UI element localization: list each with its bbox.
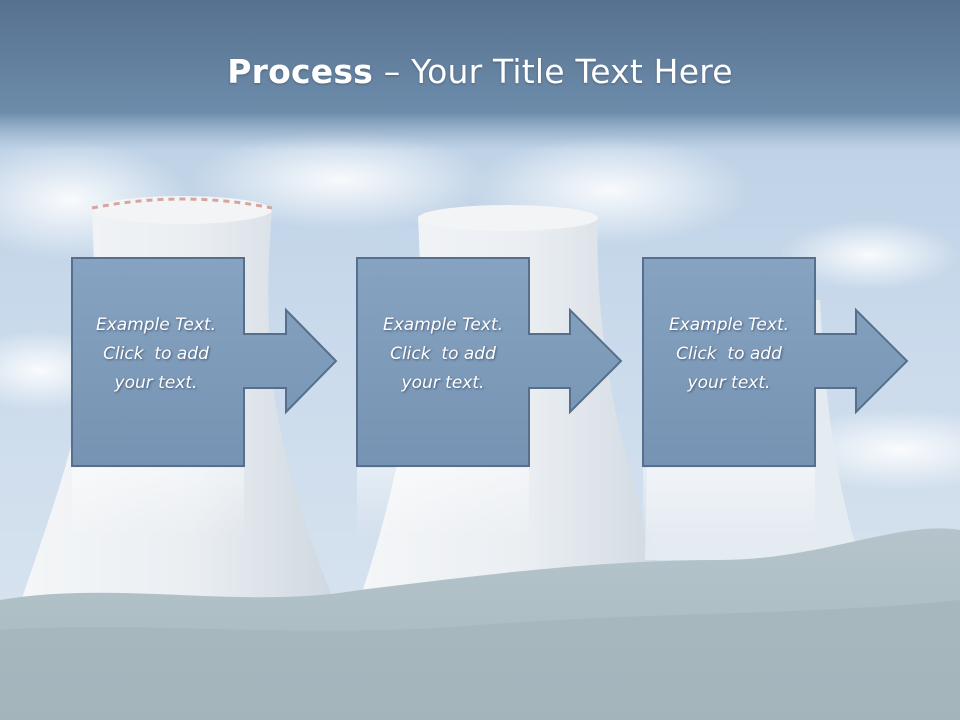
step-2-line-1: Example Text.: [382, 315, 504, 335]
step-3-line-3: your text.: [687, 373, 771, 393]
process-step-1[interactable]: [71, 257, 338, 538]
header-band: [0, 0, 960, 150]
step-1-line-1: Example Text.: [95, 315, 217, 335]
step-3-text[interactable]: Example Text. Click to add your text.: [645, 311, 813, 398]
step-2-text[interactable]: Example Text. Click to add your text.: [359, 311, 527, 398]
slide-title[interactable]: Process – Your Title Text Here: [0, 52, 960, 91]
process-step-2[interactable]: [356, 257, 623, 538]
step-1-text[interactable]: Example Text. Click to add your text.: [72, 311, 240, 398]
title-rest: – Your Title Text Here: [373, 52, 733, 91]
title-bold: Process: [227, 52, 374, 91]
step-3-line-1: Example Text.: [668, 315, 790, 335]
cloud: [780, 220, 960, 290]
step-1-line-3: your text.: [114, 373, 198, 393]
step-1-line-2: Click to add: [103, 344, 209, 364]
process-step-3[interactable]: [642, 257, 909, 538]
step-2-line-3: your text.: [401, 373, 485, 393]
step-3-line-2: Click to add: [676, 344, 782, 364]
step-2-line-2: Click to add: [390, 344, 496, 364]
